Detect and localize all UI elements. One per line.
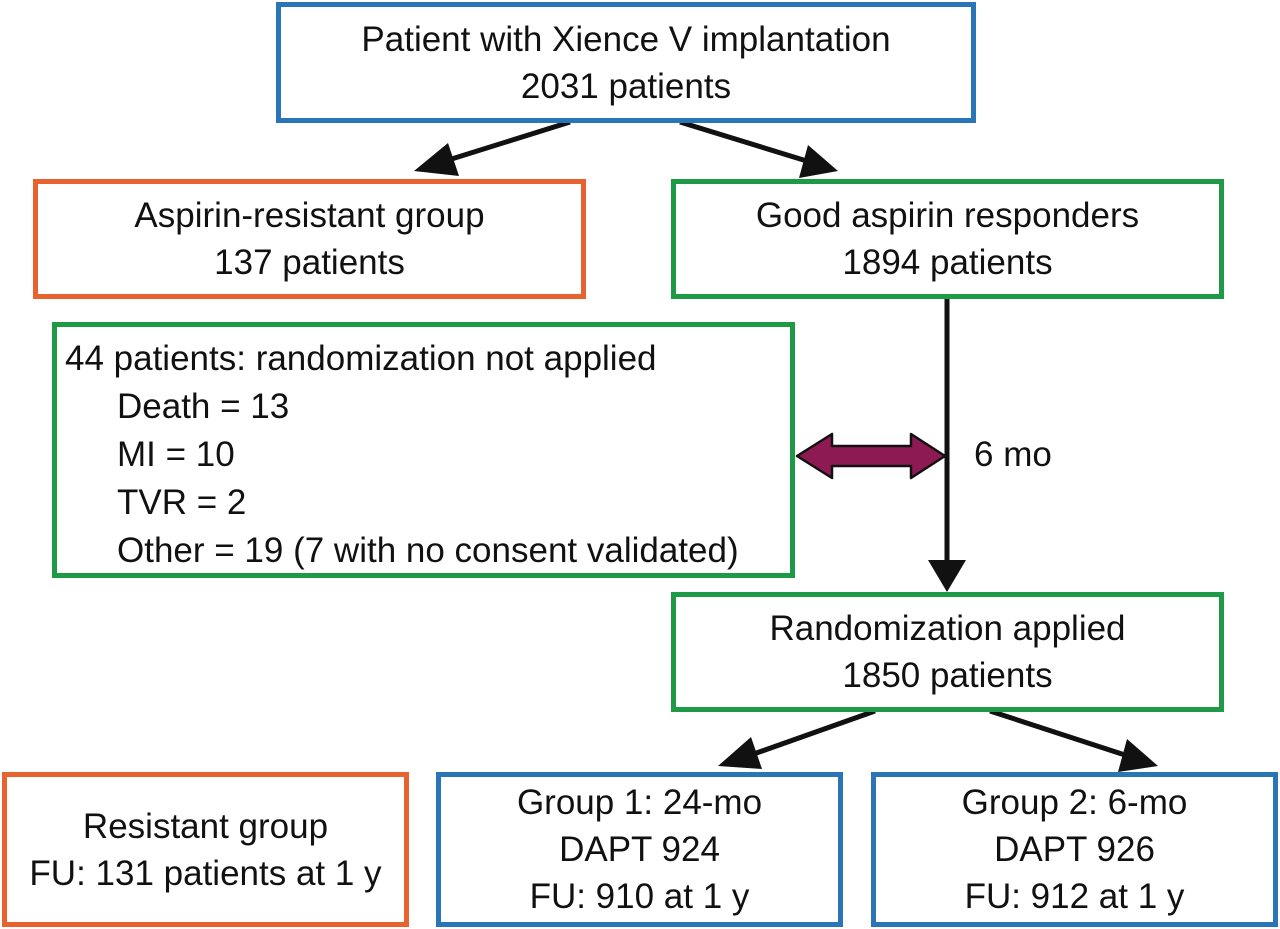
aspirin-resistant-box: Aspirin-resistant group 137 patients [33,179,586,299]
group2-dapt: DAPT 926 [994,830,1155,869]
group2-box: Group 2: 6-mo DAPT 926 FU: 912 at 1 y [871,772,1278,927]
excluded-box: 44 patients: randomization not applied D… [52,322,795,578]
good-responders-box: Good aspirin responders 1894 patients [671,179,1224,299]
resistant-followup-box: Resistant group FU: 131 patients at 1 y [2,772,409,927]
arrow-to-group2 [989,708,1129,759]
enrollment-box: Patient with Xience V implantation 2031 … [276,2,976,123]
arrow-to-group1 [747,708,876,759]
arrowhead-to-group2 [1118,739,1158,772]
enrollment-count: 2031 patients [520,66,732,106]
randomized-box: Randomization applied 1850 patients [671,592,1224,712]
good-responders-title: Good aspirin responders [755,196,1140,235]
interval-label: 6 mo [974,435,1052,474]
resistant-followup-title: Resistant group [82,806,329,846]
resistant-followup-count: FU: 131 patients at 1 y [29,853,382,893]
group1-title: Group 1: 24-mo [516,783,763,822]
group2-title: Group 2: 6-mo [961,783,1188,822]
group1-dapt: DAPT 924 [559,830,720,869]
arrowhead-to-resistant [414,143,459,176]
aspirin-resistant-count: 137 patients [214,243,405,282]
excluded-item-mi: MI = 10 [117,435,235,474]
double-arrow [795,432,947,480]
group1-followup: FU: 910 at 1 y [529,877,750,916]
excluded-item-other: Other = 19 (7 with no consent validated) [117,531,739,570]
enrollment-title: Patient with Xience V implantation [361,19,891,59]
excluded-item-tvr: TVR = 2 [117,483,247,522]
arrow-to-good [679,119,811,165]
randomized-title: Randomization applied [769,609,1126,648]
group1-box: Group 1: 24-mo DAPT 924 FU: 910 at 1 y [436,772,843,927]
excluded-title: 44 patients: randomization not applied [65,339,657,378]
aspirin-resistant-title: Aspirin-resistant group [134,196,485,235]
arrowhead-to-group1 [718,737,762,769]
good-responders-count: 1894 patients [842,243,1053,282]
arrowhead-to-randomized [928,560,966,592]
arrowhead-to-good [799,145,838,178]
arrow-to-resistant [441,119,571,165]
group2-followup: FU: 912 at 1 y [964,877,1185,916]
randomized-count: 1850 patients [842,656,1053,695]
excluded-item-death: Death = 13 [117,387,290,426]
